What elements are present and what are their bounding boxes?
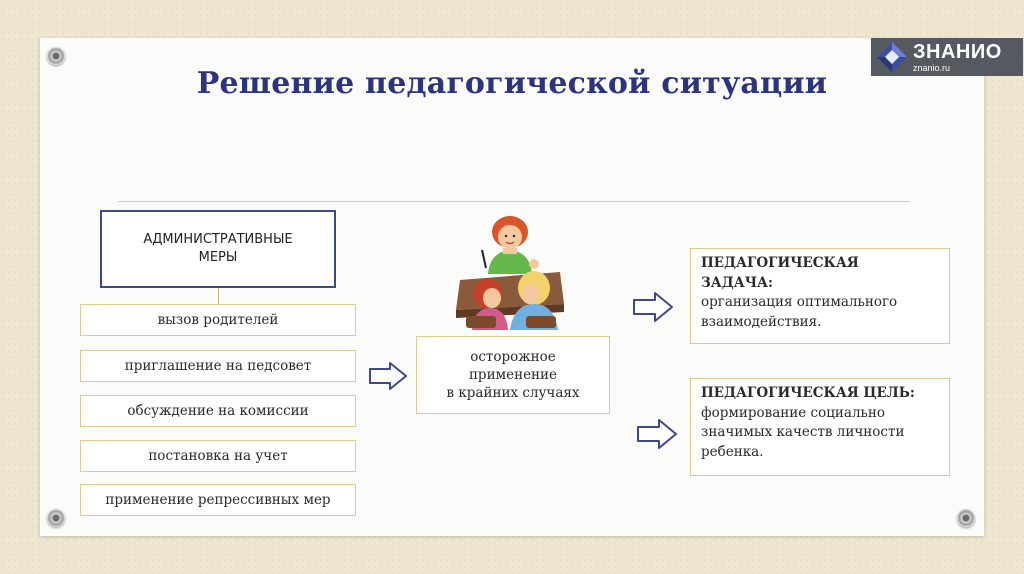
careful-application-box: осторожное применение в крайних случаях xyxy=(416,336,610,414)
logo-name: ЗНАНИО xyxy=(913,40,1002,63)
page-title: Решение педагогической ситуации xyxy=(196,66,828,101)
arrow-right-icon xyxy=(369,362,407,390)
task-heading-line1: ПЕДАГОГИЧЕСКАЯ xyxy=(701,255,859,271)
arrow-right-icon xyxy=(633,292,673,322)
goal-text-line2: значимых качеств личности xyxy=(701,424,905,441)
pin-icon xyxy=(957,509,975,527)
goal-text-line3: ребенка. xyxy=(701,443,764,460)
task-heading-line2: ЗАДАЧА: xyxy=(701,274,774,291)
admin-measures-box: АДМИНИСТРАТИВНЫЕ МЕРЫ xyxy=(100,210,336,288)
logo-site: znanio.ru xyxy=(913,62,951,73)
znanio-logo[interactable]: ЗНАНИО znanio.ru xyxy=(871,38,1023,76)
task-text-line2: взаимодействия. xyxy=(701,313,822,330)
logo-diamond-icon xyxy=(877,42,907,72)
measure-item: вызов родителей xyxy=(80,304,356,336)
measure-item: постановка на учет xyxy=(80,440,356,472)
center-box-line3: в крайних случаях xyxy=(446,385,580,402)
pedagogical-task-box: ПЕДАГОГИЧЕСКАЯ ЗАДАЧА: организация оптим… xyxy=(690,248,950,344)
divider xyxy=(118,201,910,202)
admin-box-line1: АДМИНИСТРАТИВНЫЕ xyxy=(143,231,293,247)
pedagogical-goal-box: ПЕДАГОГИЧЕСКАЯ ЦЕЛЬ: формирование социал… xyxy=(690,378,950,476)
connector-line xyxy=(218,288,219,304)
measure-item: приглашение на педсовет xyxy=(80,350,356,382)
arrow-right-icon xyxy=(637,419,677,449)
measure-item: применение репрессивных мер xyxy=(80,484,356,516)
pin-icon xyxy=(47,47,65,65)
goal-heading: ПЕДАГОГИЧЕСКАЯ ЦЕЛЬ: xyxy=(701,385,915,401)
goal-text-line1: формирование социально xyxy=(701,404,885,421)
pin-icon xyxy=(47,509,65,527)
center-box-line2: применение xyxy=(468,366,558,383)
admin-box-line2: МЕРЫ xyxy=(198,250,238,265)
center-box-line1: осторожное xyxy=(470,348,556,365)
measure-item: обсуждение на комиссии xyxy=(80,395,356,427)
teacher-students-illustration xyxy=(456,216,564,330)
task-text-line1: организация оптимального xyxy=(701,294,898,311)
